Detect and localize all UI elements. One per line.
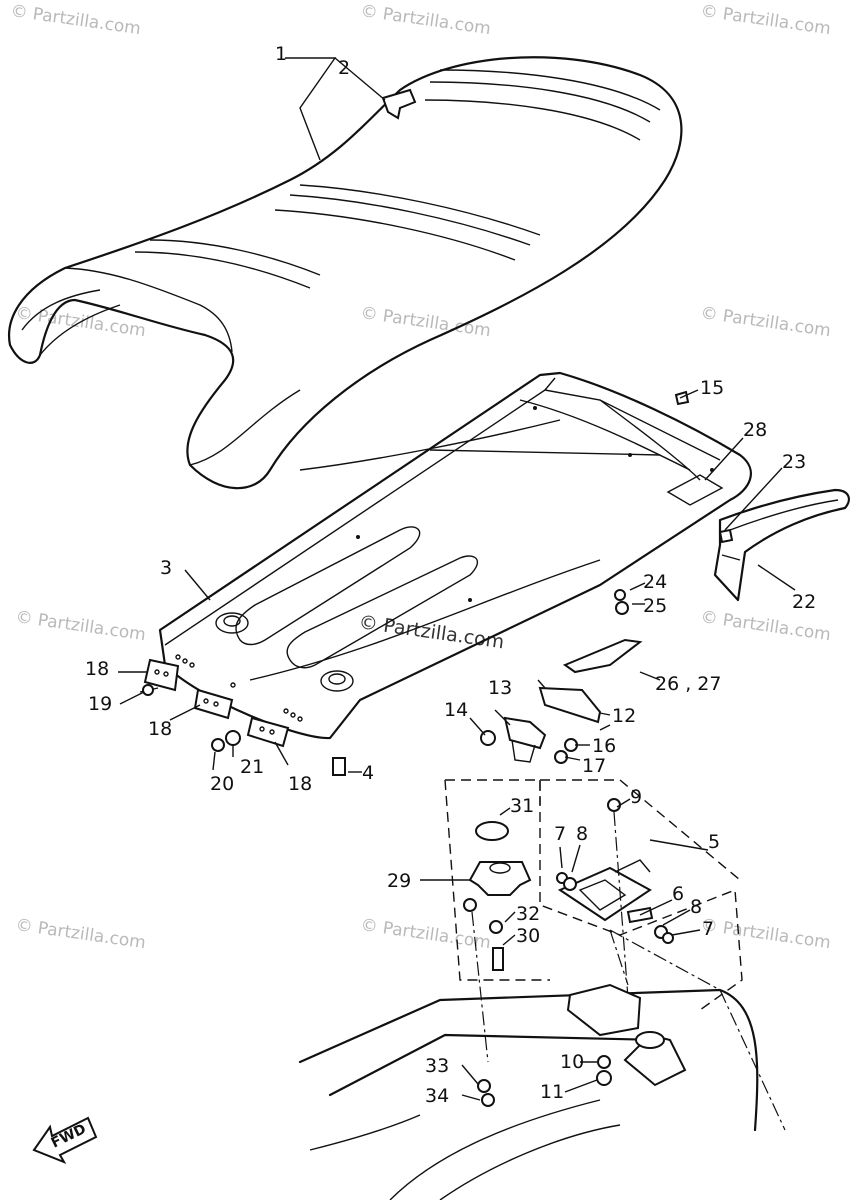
bracket-assembly [444,779,550,1063]
label-pad [666,474,724,506]
callout-25: 25 [643,595,667,617]
callout-23: 23 [782,451,806,473]
callout-5: 5 [708,831,720,853]
watermark: © Partzilla.com [699,915,832,953]
watermark: © Partzilla.com [14,915,147,953]
callout-32: 32 [516,903,540,925]
leader-lines [118,57,796,1101]
callout-28: 28 [743,419,767,441]
watermark: © Partzilla.com [359,915,492,953]
callout-12: 12 [612,705,636,727]
seat-strap-tab [381,88,417,120]
watermark: © Partzilla.com [14,607,147,645]
callout-11: 11 [540,1081,564,1103]
callout-13: 13 [488,677,512,699]
callout-6: 6 [672,883,684,905]
watermark-center: © Partzilla.com [357,611,505,653]
callout-7a: 7 [554,823,566,845]
callout-19: 19 [88,693,112,715]
seat-base [158,371,752,740]
seat-cover [8,56,683,490]
hull-deck [298,929,786,1200]
callout-33: 33 [425,1055,449,1077]
watermark: © Partzilla.com [359,1,492,39]
callout-34: 34 [425,1085,449,1107]
watermark: © Partzilla.com [9,1,142,39]
callout-17: 17 [582,755,606,777]
seat-hook [503,716,547,763]
callout-10: 10 [560,1051,584,1073]
rear-bracket [713,488,850,602]
watermark: © Partzilla.com [359,303,492,341]
watermark: © Partzilla.com [699,303,832,341]
callout-24: 24 [643,571,667,593]
watermarks: © Partzilla.com © Partzilla.com © Partzi… [9,1,832,953]
callout-16: 16 [592,735,616,757]
latch-plate [537,679,602,724]
callout-15: 15 [700,377,724,399]
callout-9: 9 [630,786,642,808]
callout-29: 29 [387,870,411,892]
callout-14: 14 [444,699,468,721]
callout-8b: 8 [690,896,702,918]
callout-2: 2 [338,57,350,79]
callout-21: 21 [240,756,264,778]
callout-3: 3 [160,557,172,579]
callout-18c: 18 [288,773,312,795]
callout-30: 30 [516,925,540,947]
callout-18b: 18 [148,718,172,740]
brackets [143,658,290,748]
forward-arrow-icon: FWD [32,1116,98,1164]
latch-cover [562,638,643,674]
latch-assembly [539,779,743,1026]
hardware [139,390,734,776]
callout-7b: 7 [702,918,714,940]
callout-8a: 8 [576,823,588,845]
callout-22: 22 [792,591,816,613]
callout-labels: 1 2 3 4 5 6 7 7 8 8 9 10 11 12 13 14 15 … [85,43,816,1107]
callout-18a: 18 [85,658,109,680]
callout-20: 20 [210,773,234,795]
callout-31: 31 [510,795,534,817]
callout-1: 1 [275,43,287,65]
watermark: © Partzilla.com [699,1,832,39]
callout-26-27: 26 , 27 [655,673,721,695]
callout-4: 4 [362,762,374,784]
